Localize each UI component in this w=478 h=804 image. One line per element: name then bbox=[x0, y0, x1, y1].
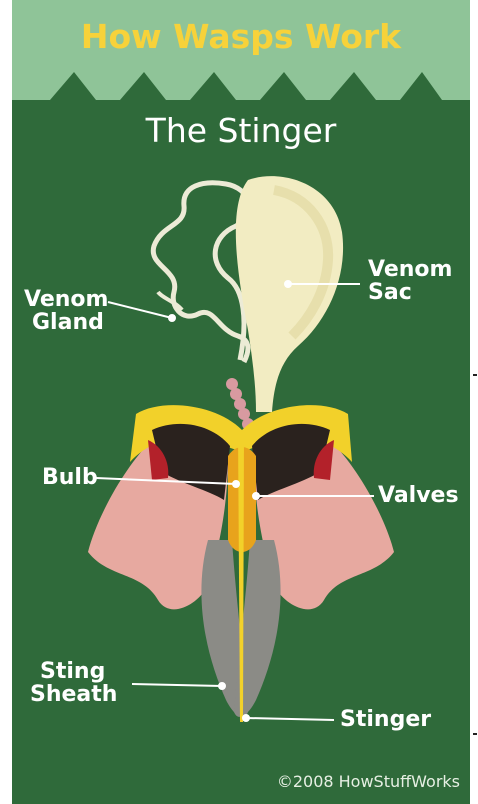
pointer-sting-sheath bbox=[132, 684, 222, 686]
label-stinger: Stinger bbox=[340, 708, 431, 731]
venom-sac bbox=[236, 176, 343, 412]
label-valves: Valves bbox=[378, 484, 459, 507]
copyright-notice: ©2008 HowStuffWorks bbox=[277, 774, 460, 791]
diagram-frame: How Wasps Work The Stinger Venom Gland V… bbox=[12, 0, 470, 804]
diagram-subtitle: The Stinger bbox=[12, 114, 470, 149]
venom-gland-tube bbox=[153, 183, 250, 362]
header-title: How Wasps Work bbox=[12, 20, 470, 55]
label-bulb: Bulb bbox=[42, 466, 98, 489]
edge-mark bbox=[473, 733, 477, 735]
label-sting-sheath: Sting Sheath bbox=[30, 660, 117, 706]
venom-gland-tip bbox=[158, 292, 182, 310]
label-venom-sac: Venom Sac bbox=[368, 258, 452, 304]
label-venom-gland: Venom Gland bbox=[24, 288, 108, 334]
pointer-venom-gland bbox=[108, 302, 172, 318]
pointer-stinger bbox=[246, 718, 334, 720]
edge-mark bbox=[473, 374, 477, 376]
